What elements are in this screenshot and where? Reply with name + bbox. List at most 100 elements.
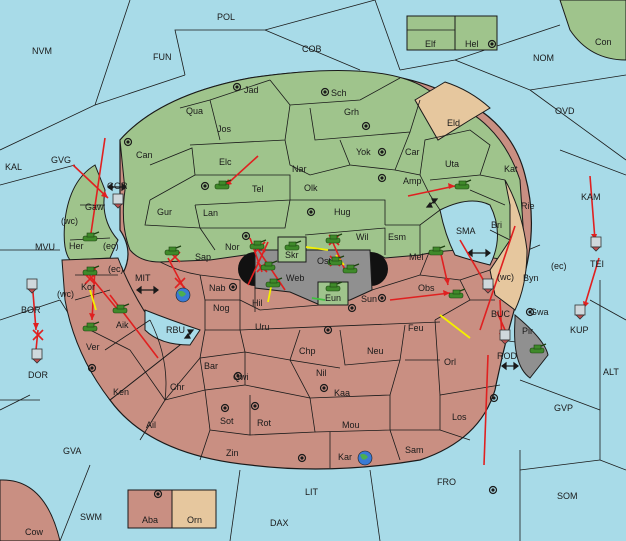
globe-icon — [175, 287, 373, 466]
land-label-uta: Uta — [445, 159, 459, 169]
sea-label-gvg: GVG — [51, 155, 71, 165]
sea-label-cob: COB — [302, 44, 322, 54]
land-label-yok: Yok — [356, 147, 371, 157]
land-label-her: Her — [69, 241, 84, 251]
land-label-aba: Aba — [142, 515, 158, 525]
strait-arrows — [107, 182, 519, 371]
sea-label-fro: FRO — [437, 477, 456, 487]
land-label-con: Con — [595, 37, 612, 47]
land-label-sap: Sap — [195, 252, 211, 262]
land-label-kor: Kor — [81, 282, 95, 292]
land-label-hel: Hel — [465, 39, 479, 49]
land-label-jad: Jad — [244, 85, 259, 95]
land-label-can: Can — [136, 150, 153, 160]
land-label-aik: Aik — [116, 320, 129, 330]
land-label-ver: Ver — [86, 342, 100, 352]
land-label-nab: Nab — [209, 283, 226, 293]
sea-label-nvm: NVM — [32, 46, 52, 56]
land-label-kar: Kar — [338, 452, 352, 462]
land-label-nor: Nor — [225, 242, 240, 252]
land-label-chp: Chp — [299, 346, 316, 356]
land-label-los: Los — [452, 412, 467, 422]
coast-label-ec-her: (ec) — [103, 241, 119, 251]
land-label-orl: Orl — [444, 357, 456, 367]
land-label-ail: Ail — [146, 420, 156, 430]
land-label-dor: DOR — [28, 370, 49, 380]
sea-label-swm: SWM — [80, 512, 102, 522]
sea-label-sma: SMA — [456, 226, 476, 236]
land-label-bor: BOR — [21, 305, 41, 315]
land-label-sun: Sun — [361, 294, 377, 304]
island-aba-orn — [127, 489, 217, 529]
sea-label-lit: LIT — [305, 487, 319, 497]
land-label-skr: Skr — [285, 250, 299, 260]
land-label-chr: Chr — [170, 382, 185, 392]
coast-label-ec-tei: (ec) — [551, 261, 567, 271]
territory-pir-shape — [514, 313, 549, 379]
sea-label-gvp: GVP — [554, 403, 573, 413]
land-label-hil: Hil — [252, 298, 263, 308]
land-label-car: Car — [405, 147, 420, 157]
land-label-tel: Tel — [252, 184, 264, 194]
land-label-feu: Feu — [408, 323, 424, 333]
land-label-gur: Gur — [157, 207, 172, 217]
sea-label-mvu: MVU — [35, 242, 55, 252]
sea-label-kal: KAL — [5, 162, 22, 172]
sea-label-kam: KAM — [581, 192, 601, 202]
land-label-kat: Kat — [504, 164, 518, 174]
land-label-hug: Hug — [334, 207, 351, 217]
land-label-esm: Esm — [388, 232, 406, 242]
land-label-cow: Cow — [25, 527, 44, 537]
land-label-nar: Nar — [292, 164, 307, 174]
land-label-sam: Sam — [405, 445, 424, 455]
army-units — [82, 179, 547, 354]
land-label-kup: KUP — [570, 325, 589, 335]
land-label-sot: Sot — [220, 416, 234, 426]
supply-centers — [87, 39, 535, 499]
island-elf-hel — [406, 15, 498, 51]
sea-label-rbu: RBU — [166, 325, 185, 335]
land-label-gwa: Gwa — [530, 307, 549, 317]
land-label-kaa: Kaa — [334, 388, 350, 398]
land-label-ost: Ost — [317, 256, 332, 266]
lake-east — [439, 200, 498, 266]
land-label-sch: Sch — [331, 88, 347, 98]
land-label-mou: Mou — [342, 420, 360, 430]
territory-borders-south — [69, 204, 501, 468]
order-arrow-green — [311, 297, 326, 301]
land-label-bri: Bri — [491, 220, 502, 230]
land-label-eld: Eld — [447, 118, 460, 128]
fleet-units — [26, 193, 602, 364]
sea-label-mit: MIT — [135, 273, 151, 283]
coast-label-wc-kor: (wc) — [57, 289, 74, 299]
sea-label-rod: ROD — [497, 351, 518, 361]
land-label-buc: BUC — [491, 309, 511, 319]
land-label-amp: Amp — [403, 176, 422, 186]
land-label-qwi: Qwi — [233, 372, 249, 382]
territory-eun-shape — [317, 281, 349, 306]
land-label-rot: Rot — [257, 418, 272, 428]
sea-label-dax: DAX — [270, 518, 289, 528]
land-label-web: Web — [286, 273, 304, 283]
land-label-grh: Grh — [344, 107, 359, 117]
land-label-pir: Pir — [522, 326, 533, 336]
land-label-elf: Elf — [425, 39, 436, 49]
coast-label-wc-gaw: (wc) — [61, 216, 78, 226]
territory-eld-shape — [414, 81, 491, 141]
sea-label-ovd: OVD — [555, 106, 575, 116]
sea-label-nom: NOM — [533, 53, 554, 63]
sea-label-fun: FUN — [153, 52, 172, 62]
land-label-neu: Neu — [367, 346, 384, 356]
west-hook-green — [63, 164, 119, 261]
coast-label-wc-buc: (wc) — [497, 272, 514, 282]
land-label-uru: Uru — [255, 322, 270, 332]
territory-borders-north — [144, 77, 511, 255]
sea-label-som: SOM — [557, 491, 578, 501]
land-label-tei: TEI — [590, 259, 604, 269]
land-label-nil: Nil — [316, 368, 327, 378]
sea-label-alt: ALT — [603, 367, 619, 377]
land-label-bar: Bar — [204, 361, 218, 371]
land-label-orn: Orn — [187, 515, 202, 525]
